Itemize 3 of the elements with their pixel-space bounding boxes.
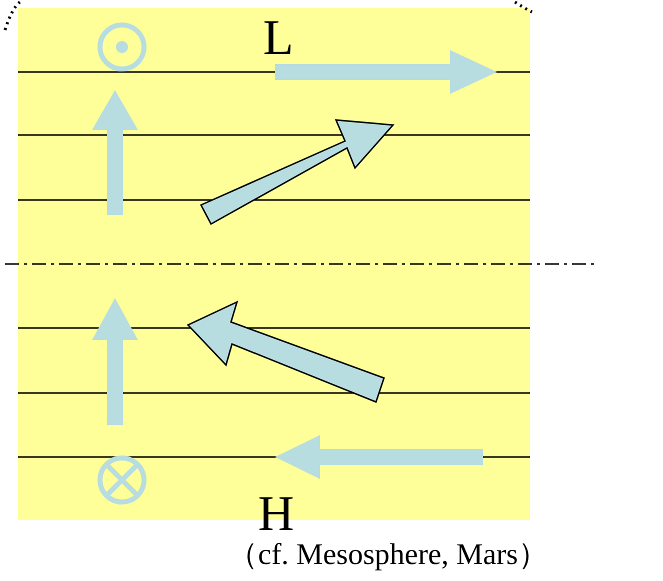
pressure-label: L: [263, 12, 294, 62]
caption: （cf. Mesosphere, Mars）: [228, 540, 548, 570]
pressure-label: H: [258, 488, 294, 538]
